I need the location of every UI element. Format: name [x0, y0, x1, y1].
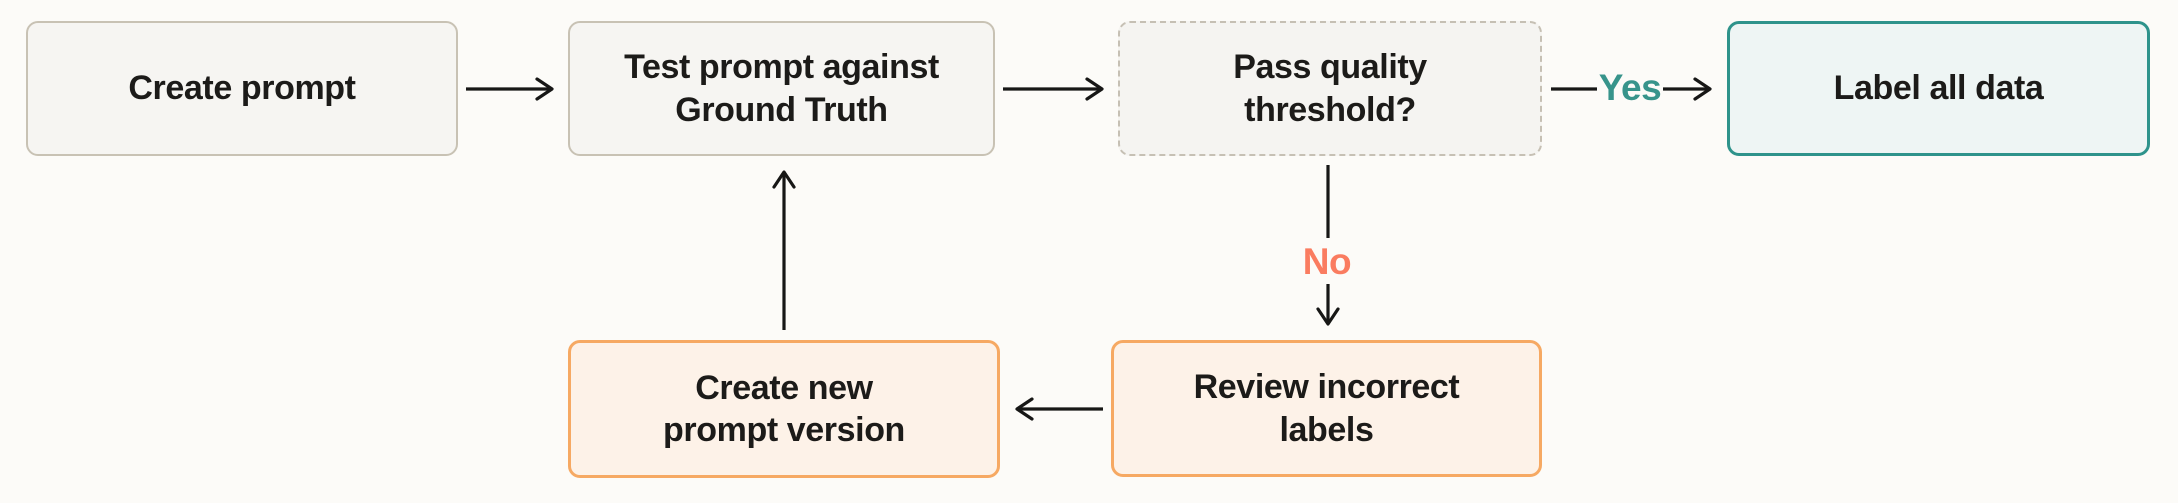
flow-node-label: Pass quality threshold? [1233, 48, 1427, 129]
flow-node-label: Review incorrect labels [1193, 368, 1460, 449]
flow-node-label: Create prompt [128, 69, 356, 108]
flow-node-create-prompt: Create prompt [26, 21, 458, 156]
flow-node-create-new-prompt: Create new prompt version [568, 340, 1000, 478]
flow-label-no-label: No [1302, 241, 1352, 282]
flow-node-test-prompt: Test prompt against Ground Truth [568, 21, 995, 156]
flow-node-label: Create new prompt version [663, 368, 905, 449]
flow-node-review-incorrect: Review incorrect labels [1111, 340, 1542, 477]
flow-node-label-all-data: Label all data [1727, 21, 2150, 156]
flow-node-label: Test prompt against Ground Truth [624, 48, 939, 129]
flow-label-yes-label: Yes [1598, 67, 1662, 108]
flow-node-pass-quality: Pass quality threshold? [1118, 21, 1542, 156]
flow-node-label: Label all data [1833, 69, 2044, 108]
